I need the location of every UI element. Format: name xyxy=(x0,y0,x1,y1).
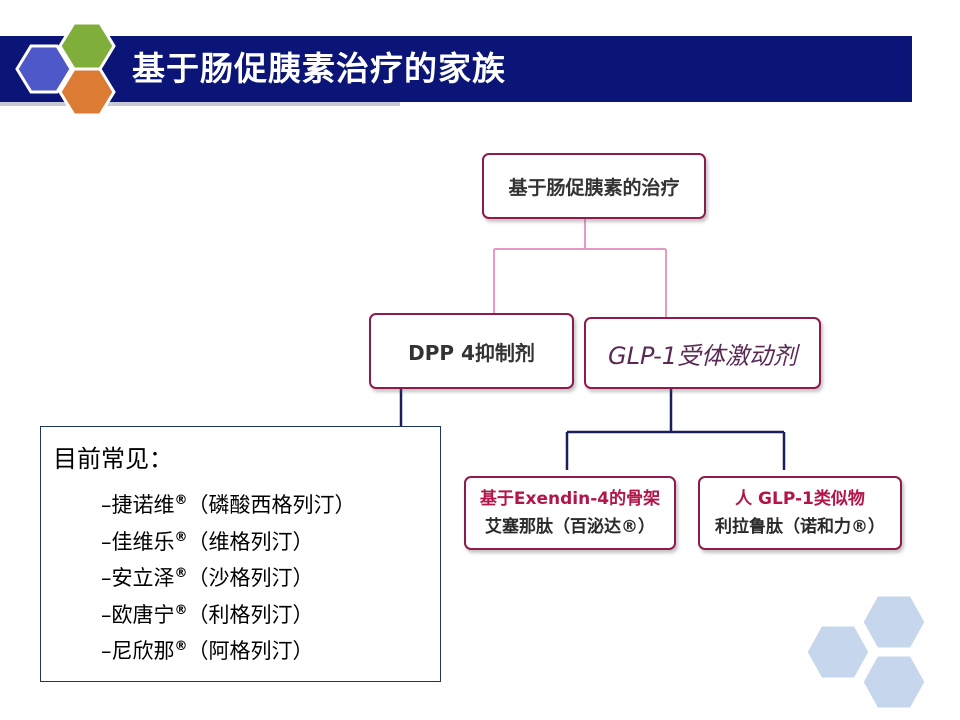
glp1-agonist-label: GLP-1受体激动剂 xyxy=(607,341,798,370)
incretin-therapy-box: 基于肠促胰素的治疗 xyxy=(482,153,706,219)
common-drugs-list: –捷诺维®（磷酸西格列汀） –佳维乐®（维格列汀） –安立泽®（沙格列汀） –欧… xyxy=(101,485,356,668)
registered-mark: ® xyxy=(174,529,188,545)
drug-generic-name: （磷酸西格列汀） xyxy=(187,493,356,517)
list-item: –尼欣那®（阿格列汀） xyxy=(101,631,356,668)
drug-brand-name: –捷诺维 xyxy=(101,493,175,517)
slide-title: 基于肠促胰素治疗的家族 xyxy=(132,49,506,88)
dpp4-inhibitor-label: DPP 4抑制剂 xyxy=(408,340,535,365)
drug-generic-name: （利格列汀） xyxy=(187,602,314,627)
hexagon-cluster-icon xyxy=(15,22,116,114)
liraglutide-label: 利拉鲁肽（诺和力®） xyxy=(715,517,885,537)
title-bar xyxy=(0,36,912,102)
exendin-based-box: 基于Exendin-4的骨架 艾塞那肽（百泌达®） xyxy=(464,476,676,550)
registered-mark: ® xyxy=(174,566,188,581)
list-item: –佳维乐®（维格列汀） xyxy=(101,522,356,559)
drug-brand-name: –佳维乐 xyxy=(101,529,175,554)
human-glp1-analog-title: 人 GLP-1类似物 xyxy=(735,489,865,509)
exendin-based-title: 基于Exendin-4的骨架 xyxy=(479,489,661,509)
drug-brand-name: –尼欣那 xyxy=(101,639,175,663)
title-bar-shadow xyxy=(0,102,400,106)
drug-brand-name: –安立泽 xyxy=(101,566,175,590)
drug-brand-name: –欧唐宁 xyxy=(101,602,175,627)
registered-mark: ® xyxy=(174,602,188,618)
registered-mark: ® xyxy=(174,493,188,508)
drug-generic-name: （沙格列汀） xyxy=(187,566,314,590)
list-item: –捷诺维®（磷酸西格列汀） xyxy=(101,485,356,522)
incretin-therapy-label: 基于肠促胰素的治疗 xyxy=(508,176,680,199)
common-drugs-panel: 目前常见： –捷诺维®（磷酸西格列汀） –佳维乐®（维格列汀） –安立泽®（沙格… xyxy=(40,426,441,682)
list-item: –安立泽®（沙格列汀） xyxy=(101,558,356,595)
human-glp1-analog-box: 人 GLP-1类似物 利拉鲁肽（诺和力®） xyxy=(698,476,902,550)
registered-mark: ® xyxy=(174,639,188,654)
exenatide-label: 艾塞那肽（百泌达®） xyxy=(485,517,655,537)
drug-generic-name: （阿格列汀） xyxy=(187,639,314,663)
dpp4-inhibitor-box: DPP 4抑制剂 xyxy=(369,313,574,389)
common-drugs-heading: 目前常见： xyxy=(53,445,173,473)
hexagon-cluster-decoration xyxy=(804,593,928,711)
drug-generic-name: （维格列汀） xyxy=(187,529,314,554)
glp1-agonist-box: GLP-1受体激动剂 xyxy=(584,317,821,389)
list-item: –欧唐宁®（利格列汀） xyxy=(101,595,356,632)
